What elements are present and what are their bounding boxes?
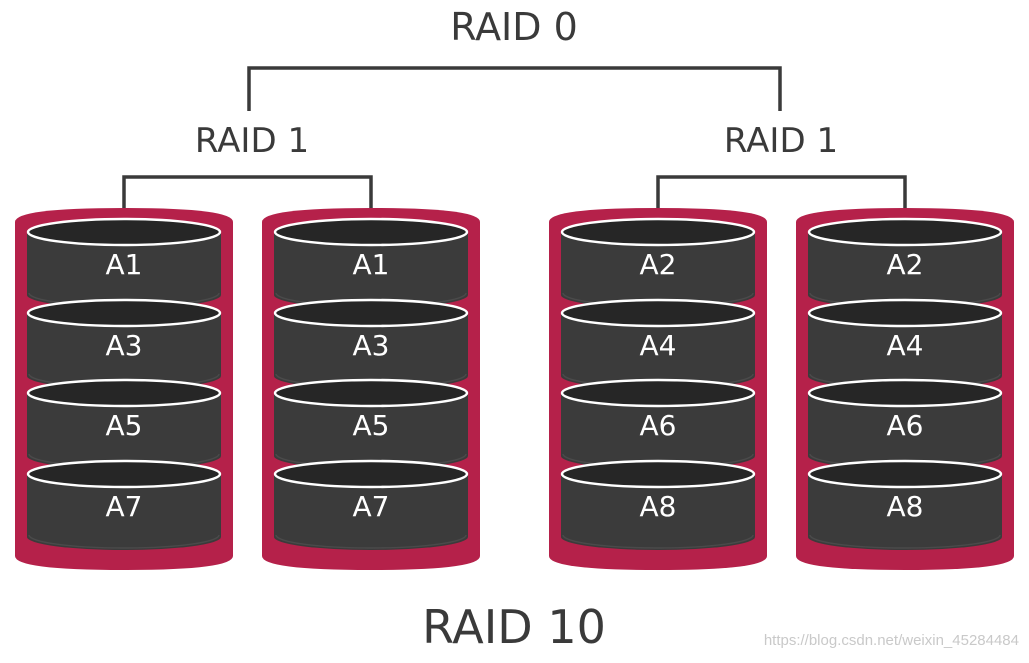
block-label: A2 <box>640 248 677 281</box>
raid0-label: RAID 0 <box>450 5 578 49</box>
platter-top <box>273 298 469 328</box>
block-label: A4 <box>640 329 677 362</box>
platter-top <box>807 459 1003 489</box>
platter-top <box>807 298 1003 328</box>
platter-rim <box>275 534 467 549</box>
platter-body <box>27 393 221 469</box>
platter-top <box>273 459 469 489</box>
block-label: A8 <box>640 490 677 523</box>
platter: A2 <box>807 217 1003 308</box>
platter: A6 <box>807 378 1003 469</box>
block-label: A6 <box>640 409 677 442</box>
platter: A1 <box>26 217 222 308</box>
platter: A4 <box>807 298 1003 389</box>
platter-top <box>273 378 469 408</box>
platter-body <box>27 232 221 308</box>
platter-top <box>560 459 756 489</box>
platter: A3 <box>26 298 222 389</box>
platter-body <box>274 313 468 389</box>
raid0-connector <box>247 66 782 111</box>
platter: A5 <box>26 378 222 469</box>
platter-rim <box>809 534 1001 549</box>
platter: A7 <box>26 459 222 550</box>
platter: A7 <box>273 459 469 550</box>
platter-body <box>808 232 1002 308</box>
raid1-connector-right <box>656 175 907 232</box>
block-label: A1 <box>106 248 143 281</box>
platter-body <box>808 393 1002 469</box>
block-label: A3 <box>106 329 143 362</box>
block-label: A3 <box>353 329 390 362</box>
block-label: A1 <box>353 248 390 281</box>
platter: A3 <box>273 298 469 389</box>
block-label: A5 <box>106 409 143 442</box>
platter: A4 <box>560 298 756 389</box>
platter-body <box>274 393 468 469</box>
block-label: A7 <box>353 490 390 523</box>
watermark-text: https://blog.csdn.net/weixin_45284484 <box>763 632 1019 649</box>
platter-top <box>26 298 222 328</box>
block-label: A2 <box>887 248 924 281</box>
platter: A6 <box>560 378 756 469</box>
platter-body <box>27 474 221 550</box>
platter-top <box>26 217 222 247</box>
platter: A1 <box>273 217 469 308</box>
raid1-label-right: RAID 1 <box>723 121 839 161</box>
platter: A8 <box>560 459 756 550</box>
platter-top <box>560 298 756 328</box>
platter: A5 <box>273 378 469 469</box>
raid10-label: RAID 10 <box>422 600 606 654</box>
platter-body <box>274 474 468 550</box>
platter-top <box>807 217 1003 247</box>
platter-body <box>561 393 755 469</box>
block-label: A5 <box>353 409 390 442</box>
block-label: A7 <box>106 490 143 523</box>
platter-body <box>561 474 755 550</box>
connector-lines <box>122 66 907 232</box>
platter-rim <box>28 534 220 549</box>
platter-top <box>273 217 469 247</box>
platter-body <box>27 313 221 389</box>
block-label: A4 <box>887 329 924 362</box>
raid1-connector-left <box>122 175 373 232</box>
platter-top <box>807 378 1003 408</box>
platter-body <box>274 232 468 308</box>
platter-rim <box>562 534 754 549</box>
platter-body <box>808 313 1002 389</box>
platter-body <box>561 313 755 389</box>
block-label: A8 <box>887 490 924 523</box>
platter-body <box>808 474 1002 550</box>
platter-body <box>561 232 755 308</box>
platter-top <box>560 217 756 247</box>
platter: A2 <box>560 217 756 308</box>
block-label: A6 <box>887 409 924 442</box>
raid1-label-left: RAID 1 <box>194 121 310 161</box>
platter-top <box>560 378 756 408</box>
platter: A8 <box>807 459 1003 550</box>
platter-top <box>26 378 222 408</box>
platter-top <box>26 459 222 489</box>
